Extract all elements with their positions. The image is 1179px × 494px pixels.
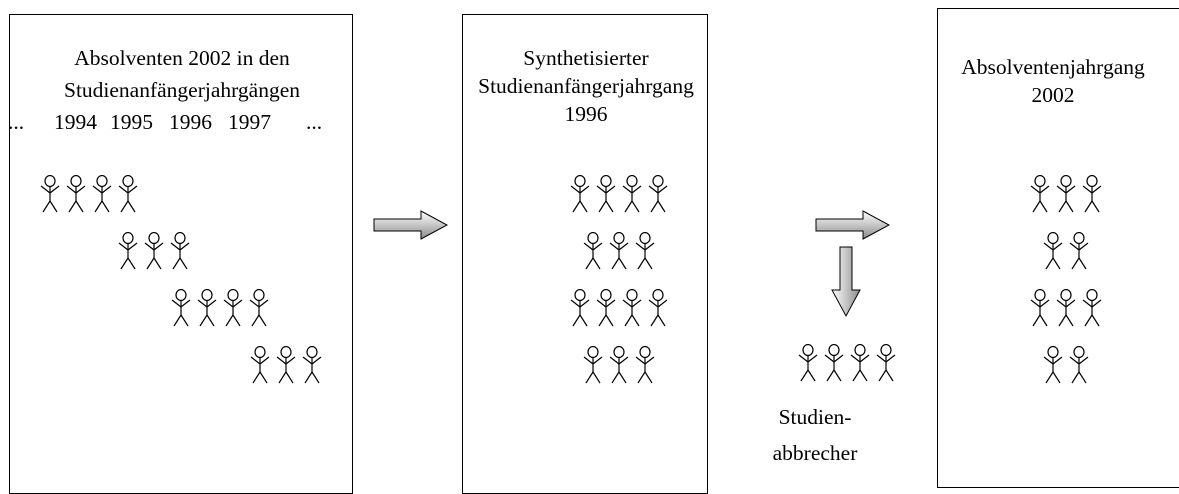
synth-cohort-figure-row [583,232,655,270]
stick-figure-icon [609,232,629,270]
stick-figure-icon [249,289,269,327]
stick-figure-icon [1043,346,1063,384]
down-arrow-icon [831,246,861,318]
stick-figure-icon [648,289,668,327]
stick-figure-icon [1043,232,1063,270]
synth-cohort-figure-row [570,175,668,213]
stick-figure-icon [144,232,164,270]
left-title-line2: Studienanfängerjahrgängen [63,78,301,102]
stick-figure-icon [1069,346,1089,384]
stick-figure-icon [1082,289,1102,327]
left-ellipsis-end: ... [306,110,323,134]
stick-figure-icon [276,346,296,384]
graduates-by-cohort-box: Absolventen 2002 in den Studienanfängerj… [8,14,353,494]
stick-figure-icon [40,175,60,213]
stick-figure-icon [250,346,270,384]
right-title-line2: 2002 [1031,83,1075,107]
synth-cohort-figure-row [570,289,668,327]
dropout-figure-row [798,344,896,382]
stick-figure-icon [635,346,655,384]
graduate-year-box: Absolventenjahrgang 2002 [937,8,1179,488]
stick-figure-icon [850,344,870,382]
stick-figure-icon [197,289,217,327]
stick-figure-icon [66,175,86,213]
dropout-label-line2: abbrecher [772,441,858,465]
cohort-figure-group [250,346,322,384]
graduate-figure-row [1043,232,1089,270]
stick-figure-icon [609,346,629,384]
dropout-label-line1: Studien- [778,405,852,429]
cohort-year-1995: 1995 [110,110,153,134]
graduate-figure-row [1030,175,1102,213]
stick-figure-icon [876,344,896,382]
graduate-figure-row [1043,346,1089,384]
stick-figure-icon [1056,289,1076,327]
stick-figure-icon [824,344,844,382]
cohort-year-1996: 1996 [169,110,212,134]
stick-figure-icon [170,232,190,270]
stick-figure-icon [118,175,138,213]
stick-figure-icon [171,289,191,327]
stick-figure-icon [622,289,642,327]
right-arrow-icon [815,210,891,240]
cohort-year-1994: 1994 [54,110,97,134]
stick-figure-icon [596,175,616,213]
stick-figure-icon [92,175,112,213]
right-title-line1: Absolventenjahrgang [961,55,1145,79]
middle-title-line3: 1996 [564,102,608,126]
stick-figure-icon [118,232,138,270]
stick-figure-icon [570,289,590,327]
synth-cohort-figure-row [583,346,655,384]
middle-title-line1: Synthetisierter [523,46,649,70]
stick-figure-icon [583,346,603,384]
stick-figure-icon [223,289,243,327]
cohort-figure-group [40,175,138,213]
stick-figure-icon [1056,175,1076,213]
stick-figure-icon [583,232,603,270]
left-ellipsis-start: ... [8,110,25,134]
stick-figure-icon [1082,175,1102,213]
left-title-line1: Absolventen 2002 in den [74,46,290,70]
middle-title-line2: Studienanfängerjahrgang [478,74,694,98]
stick-figure-icon [798,344,818,382]
stick-figure-icon [302,346,322,384]
cohort-figure-group [171,289,269,327]
cohort-figure-group [118,232,190,270]
stick-figure-icon [622,175,642,213]
stick-figure-icon [1030,289,1050,327]
stick-figure-icon [648,175,668,213]
graduate-figure-row [1030,289,1102,327]
stick-figure-icon [635,232,655,270]
stick-figure-icon [596,289,616,327]
stick-figure-icon [1030,175,1050,213]
right-arrow-icon [373,210,449,240]
cohort-year-1997: 1997 [228,110,271,134]
stick-figure-icon [570,175,590,213]
synthesized-cohort-box: Synthetisierter Studienanfängerjahrgang … [462,14,708,494]
stick-figure-icon [1069,232,1089,270]
